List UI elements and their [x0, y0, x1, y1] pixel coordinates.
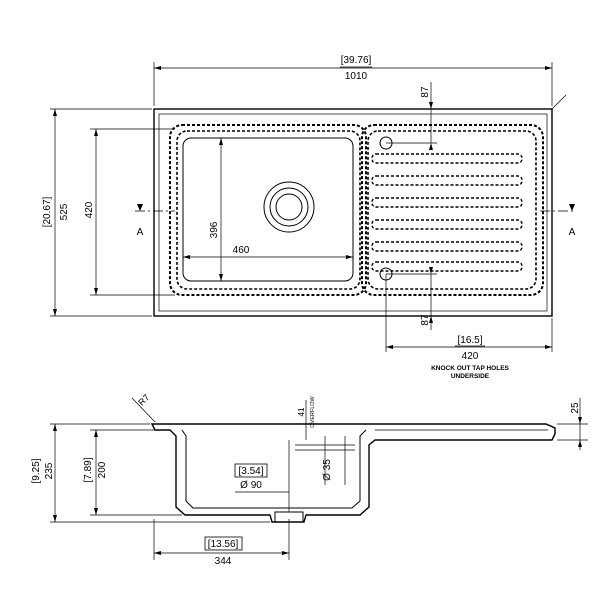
top-view: [39.76] 1010 [20.67] 525 420 396 460 [42, 55, 576, 380]
arrow [53, 424, 57, 431]
tap-spacing-in-label: [16.5] [457, 335, 482, 346]
leader [551, 94, 567, 110]
tap-offset-top-label: 87 [420, 86, 431, 98]
waste-mid [269, 187, 309, 227]
tap-offset-bottom-label: 87 [420, 314, 431, 326]
drainer-groove [371, 175, 523, 186]
arrow [219, 274, 223, 281]
sink-outline [153, 108, 553, 317]
arrow [429, 267, 433, 274]
overflow-label: OVERFLOW [310, 395, 316, 427]
arrow [53, 515, 57, 522]
drainer-rim-inner [367, 130, 537, 290]
arrow [53, 309, 57, 316]
bowl-height-in-label: [7.89] [83, 457, 94, 482]
bowl-depth-label: 420 [84, 201, 95, 218]
arrow [545, 345, 552, 349]
waste-outer [263, 181, 315, 233]
arrow [154, 66, 161, 70]
width-mm-label: 1010 [345, 71, 368, 82]
drainer-groove [371, 219, 523, 230]
arrow [429, 143, 433, 150]
arrow [94, 508, 98, 515]
arrow [183, 255, 190, 259]
arrow [429, 316, 433, 323]
deck-thickness-label: 25 [570, 402, 581, 414]
waste-diameter-label: Ø 90 [240, 480, 262, 491]
drainer-grooves [371, 153, 523, 272]
bowl-width-label: 460 [233, 245, 250, 256]
waste-offset-label: [3.54] [238, 466, 263, 477]
arrow [154, 551, 161, 555]
section-arrow-right [569, 204, 575, 211]
drainer-groove [371, 261, 523, 272]
tap-note-line2: UNDERSIDE [451, 373, 490, 380]
drainer-rim [361, 124, 544, 296]
tap-spacing-mm-label: 420 [462, 351, 479, 362]
arrow [94, 129, 98, 136]
drainer-groove [371, 241, 523, 252]
arrow [578, 417, 582, 424]
bowl-basin [182, 137, 354, 282]
height-in-label: [9.25] [31, 458, 42, 483]
height-mm-label: 235 [44, 462, 55, 479]
section-mark-left: A [137, 227, 144, 238]
overflow-dim-label: 41 [297, 407, 306, 416]
bowl-rim [169, 124, 367, 296]
width-in-label: [39.76] [341, 55, 372, 66]
arrow [282, 551, 289, 555]
drainer-groove [371, 153, 523, 164]
sink-profile-outer [150, 423, 556, 523]
arrow [545, 66, 552, 70]
waste-offset-box [234, 463, 268, 478]
bowl-width-box [204, 536, 243, 551]
bowl-rim-inner [176, 130, 361, 290]
arrow [578, 440, 582, 447]
arrow [94, 288, 98, 295]
bowl-inner-depth-label: 396 [209, 221, 220, 238]
depth-mm-label: 525 [59, 203, 70, 220]
bowl-section-width-mm-label: 344 [215, 556, 232, 567]
section-mark-right: A [569, 227, 576, 238]
section-arrow-left [137, 204, 143, 211]
bowl-height-mm-label: 200 [97, 461, 108, 478]
depth-in-label: [20.67] [42, 196, 53, 227]
sink-profile-inner [181, 429, 367, 509]
arrow [219, 138, 223, 145]
arrow [429, 102, 433, 109]
section-view: R7 41 OVERFLOW 25 [9.25] 235 [31, 392, 588, 567]
drainer-groove [371, 197, 523, 208]
overflow-diameter-label: Ø 35 [322, 459, 333, 481]
arrow [386, 345, 393, 349]
radius-leader [131, 397, 156, 423]
arrow [94, 430, 98, 437]
waste-inner [275, 193, 303, 221]
bowl-section-width-in-label: [13.56] [208, 539, 239, 550]
sink-outline-inner [158, 113, 548, 312]
tap-note-line1: KNOCK OUT TAP HOLES [431, 365, 509, 372]
arrow [346, 255, 353, 259]
arrow [53, 109, 57, 116]
